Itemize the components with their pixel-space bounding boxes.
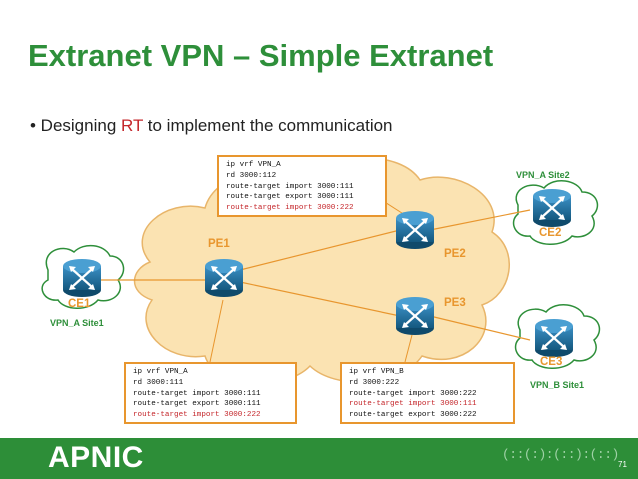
vpn-b-site1-label: VPN_B Site1 bbox=[530, 380, 585, 390]
link-pe3-ce3 bbox=[429, 315, 531, 341]
config-line: route-target import 3000:111 bbox=[133, 389, 261, 398]
slide-title: Extranet VPN – Simple Extranet bbox=[28, 38, 494, 73]
ce3-router-icon bbox=[533, 317, 575, 359]
page-number: 71 bbox=[618, 460, 627, 469]
vpn-a-site1-label: VPN_A Site1 bbox=[50, 318, 104, 328]
config-line: route-target export 3000:111 bbox=[226, 193, 354, 202]
pe1-router-icon bbox=[203, 257, 245, 299]
pe3-label: PE3 bbox=[444, 297, 466, 309]
ce3-label: CE3 bbox=[540, 356, 563, 368]
config-line: rd 3000:112 bbox=[226, 171, 277, 180]
link-pe1-pe3 bbox=[239, 281, 401, 317]
config-line: rd 3000:111 bbox=[133, 378, 184, 387]
footer-motif: (::(:):(::):(::) bbox=[502, 447, 619, 462]
ce2-label: CE2 bbox=[539, 227, 562, 239]
apnic-logo: APNIC bbox=[48, 441, 144, 474]
pe3-router-icon bbox=[394, 295, 436, 337]
bullet-text: • Designing RT to implement the communic… bbox=[30, 116, 393, 136]
ce1-label: CE1 bbox=[68, 298, 91, 310]
link-pe2-ce2 bbox=[429, 209, 531, 231]
bullet-highlight-rt: RT bbox=[121, 116, 144, 135]
pe2-label: PE2 bbox=[444, 248, 466, 260]
config-line-highlight: route-target import 3000:222 bbox=[226, 204, 354, 213]
config-line: route-target export 3000:111 bbox=[133, 400, 261, 409]
callout-pointer-pe1 bbox=[209, 299, 224, 363]
link-pe1-pe2 bbox=[239, 229, 401, 271]
config-line: ip vrf VPN_A bbox=[226, 161, 281, 169]
config-line: route-target import 3000:222 bbox=[349, 389, 477, 398]
config-line-highlight: route-target import 3000:111 bbox=[349, 400, 477, 409]
pe1-label: PE1 bbox=[208, 238, 230, 250]
ce2-router-icon bbox=[531, 187, 573, 229]
footer-bar bbox=[0, 438, 638, 479]
config-line: ip vrf VPN_B bbox=[349, 368, 404, 376]
callout-pointer-pe3 bbox=[404, 334, 413, 363]
bullet-suffix: to implement the communication bbox=[143, 116, 393, 135]
config-line: route-target import 3000:111 bbox=[226, 182, 354, 191]
bullet-prefix: • Designing bbox=[30, 116, 122, 135]
config-line: route-target export 3000:222 bbox=[349, 411, 477, 420]
config-line: rd 3000:222 bbox=[349, 378, 400, 387]
config-line: ip vrf VPN_A bbox=[133, 368, 188, 376]
config-line-highlight: route-target import 3000:222 bbox=[133, 411, 261, 420]
vpn-a-site2-label: VPN_A Site2 bbox=[516, 170, 570, 180]
pe2-router-icon bbox=[394, 209, 436, 251]
ce1-router-icon bbox=[61, 257, 103, 299]
